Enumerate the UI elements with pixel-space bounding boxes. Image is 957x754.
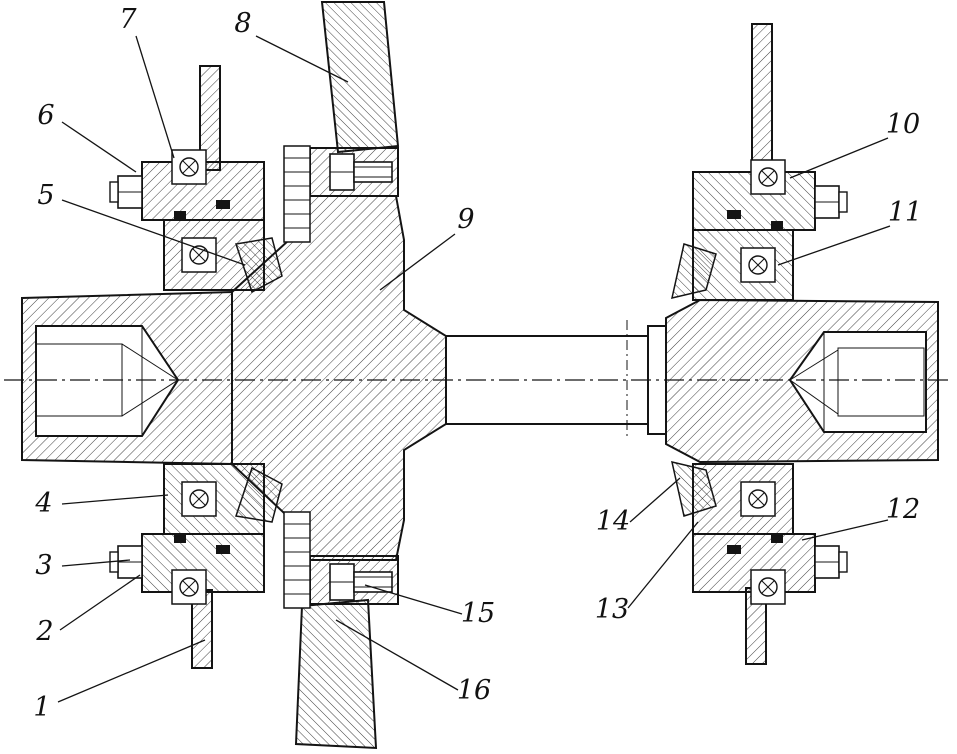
support-plate-right-top: [751, 23, 773, 177]
leader-16: [335, 619, 459, 691]
part-label-15: 15: [461, 598, 495, 629]
leader-5: [61, 199, 246, 266]
part-label-9: 9: [457, 204, 474, 235]
part-labels: 1 2 3 4 5 6 7 8 9 10 11 12 13 14 15 16: [33, 4, 922, 723]
top-flange-assembly: [283, 145, 399, 243]
leader-12: [801, 519, 889, 541]
part-label-2: 2: [35, 616, 53, 647]
lower-lever-arm: [294, 598, 378, 750]
part-label-14: 14: [596, 506, 630, 537]
part-label-12: 12: [886, 494, 920, 525]
leader-1: [57, 639, 206, 703]
leader-10: [789, 137, 889, 179]
right-shaft-end: [665, 298, 939, 464]
part-label-6: 6: [37, 100, 54, 131]
part-label-1: 1: [33, 692, 50, 723]
bottom-flange-assembly: [283, 511, 399, 609]
leader-8: [255, 35, 349, 83]
part-label-7: 7: [119, 4, 137, 35]
bearing-unit-bottom-right: [692, 463, 848, 605]
bearing-unit-top-right: [692, 159, 848, 301]
leader-6: [61, 121, 137, 173]
part-label-5: 5: [37, 180, 54, 211]
flange-bolt-bottom: [329, 563, 393, 601]
leader-lines: [57, 35, 891, 703]
leader-2: [59, 574, 141, 631]
part-label-16: 16: [457, 675, 491, 706]
upper-lever-arm: [320, 0, 400, 154]
flange-bolt-top: [329, 153, 393, 191]
part-label-8: 8: [234, 8, 251, 39]
leader-14: [629, 477, 681, 523]
bearing-unit-bottom-left: [109, 463, 265, 605]
leader-4: [61, 494, 169, 505]
leader-15: [364, 584, 463, 615]
part-label-10: 10: [886, 109, 920, 140]
leader-11: [777, 225, 891, 266]
part-label-3: 3: [35, 550, 52, 581]
part-label-11: 11: [888, 197, 922, 228]
part-label-4: 4: [34, 488, 52, 519]
leader-3: [61, 559, 131, 567]
part-label-13: 13: [595, 594, 629, 625]
left-shaft-end: [21, 290, 233, 466]
leader-7: [135, 35, 175, 159]
leader-9: [379, 233, 456, 291]
leader-13: [627, 521, 699, 609]
bearing-unit-top-left: [109, 149, 265, 291]
